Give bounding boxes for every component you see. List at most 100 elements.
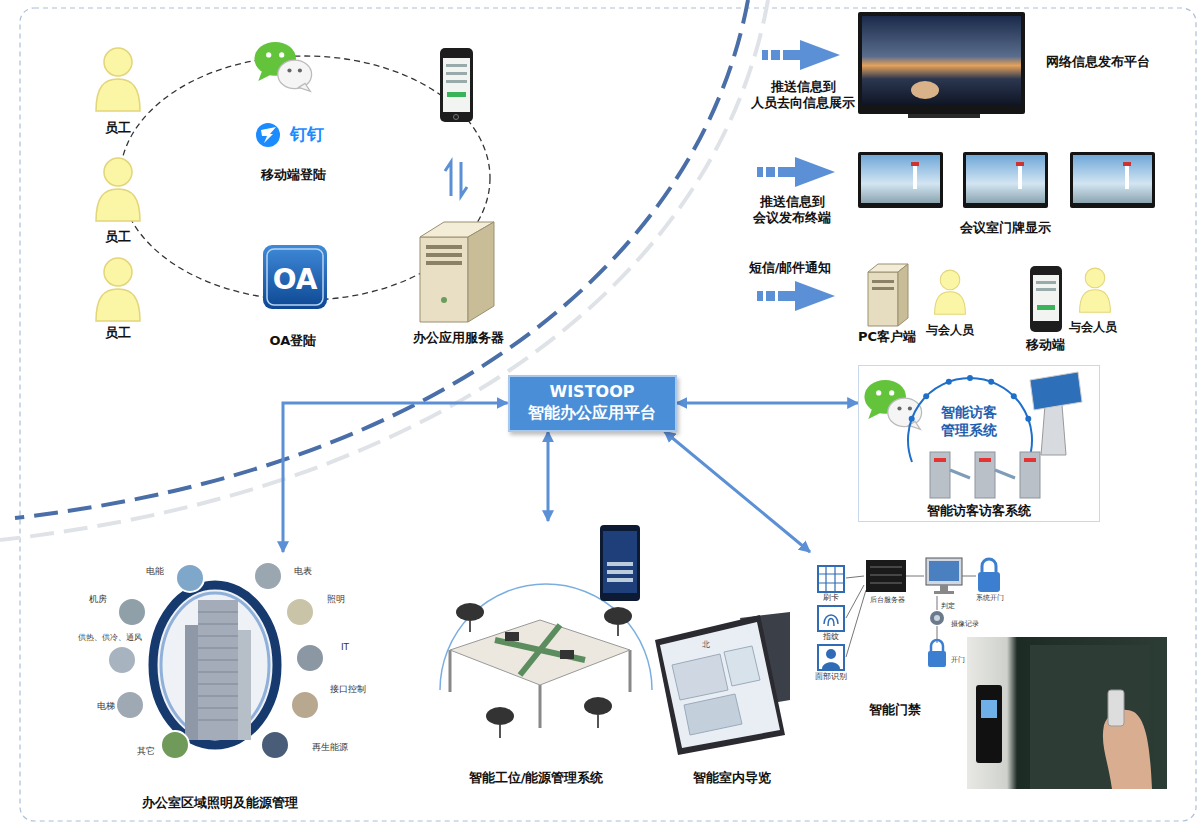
text-label: 面部识别: [815, 672, 847, 682]
dingtalk-icon-part: [261, 127, 276, 143]
tv-screen-part: [862, 16, 1021, 106]
text-anchor: OA登陆: [270, 333, 317, 349]
visitor-illustration-part: [930, 452, 950, 498]
access-control-illustration-part: [962, 576, 976, 577]
door-sign-monitors-part: [966, 155, 1045, 203]
text-anchor: 智能门禁: [869, 702, 921, 718]
sync-arrows: [445, 162, 467, 196]
text-label: 电表: [294, 566, 312, 577]
door-sign-monitors-part: [913, 165, 917, 189]
access-control-illustration-part: [818, 645, 844, 670]
tv-screen-part: [908, 114, 980, 118]
text-anchor: 智能访客访客系统: [927, 503, 1031, 519]
door-sign-monitors-part: [1123, 162, 1131, 166]
text-label: 机房: [89, 594, 107, 605]
door-sign-monitors-part: [1018, 165, 1022, 189]
building-illustration-part: [261, 731, 289, 759]
workstation-illustration-part: [607, 570, 633, 574]
text-label: 移动端: [1026, 337, 1065, 353]
indoor-map-illustration-part: [672, 654, 728, 700]
text-label: 钉钉: [290, 124, 324, 145]
pc-client: PC客户端: [854, 258, 922, 350]
text-label: 与会人员: [926, 323, 974, 338]
push-arrows-part: [795, 281, 835, 311]
page-border-part: [20, 8, 1196, 821]
text-anchor: 供热、供冷、通风: [78, 633, 142, 643]
mobile-phone-part: [1036, 281, 1056, 284]
access-control-illustration-part: [937, 596, 938, 610]
door-sign-monitors-part: [861, 155, 940, 203]
text-label: 网络信息发布平台: [1046, 54, 1150, 70]
text-label: 供热、供冷、通风: [78, 633, 142, 643]
tv-screen-part: [911, 81, 939, 99]
push-arrows-part: [766, 291, 775, 301]
text-label: 推送信息到 会议发布终端: [749, 194, 835, 227]
connector: [665, 432, 811, 553]
visitor-system-panel: 智能访客 管理系统智能访客访客系统: [858, 365, 1100, 522]
text-label: 后台服务器: [870, 596, 905, 605]
text-label: OA: [273, 262, 318, 297]
workstation-illustration-part: [584, 697, 612, 715]
text-anchor: 推送信息到 会议发布终端: [749, 194, 835, 227]
indoor-map-illustration-part: [684, 694, 742, 735]
access-control-illustration-part: [906, 576, 924, 577]
building-illustration-part: [108, 646, 136, 674]
indoor-map-illustration-part: [660, 622, 780, 748]
text-label: 推送信息到 人员去向信息展示: [747, 79, 859, 112]
access-control-illustration-part: [929, 561, 959, 581]
workstation-illustration-part: [607, 578, 633, 582]
platform-box: WISTOOP 智能办公应用平台: [508, 375, 677, 432]
visitor-illustration-part: [864, 380, 921, 429]
text-label: 智能工位/能源管理系统: [469, 770, 604, 786]
attendee-icons: [935, 268, 1111, 314]
visitor-illustration-part: [946, 379, 952, 385]
dingtalk-icon: [256, 123, 280, 147]
door-sign-monitors-part: [858, 152, 943, 208]
text-label: 再生能源: [312, 742, 348, 753]
access-control-illustration-part: [1108, 690, 1124, 726]
text-label: 短信/邮件通知: [749, 260, 832, 276]
text-anchor: 办公室区域照明及能源管理: [142, 795, 298, 811]
visitor-illustration-part: [1030, 372, 1082, 410]
platform-title: WISTOOP 智能办公应用平台: [520, 382, 665, 424]
access-control-illustration-part: [940, 585, 948, 591]
text-anchor: 指纹: [823, 632, 839, 642]
access-control-illustration-part: [976, 685, 1002, 763]
smart-workstation: 智能工位/能源管理系统: [438, 521, 646, 791]
text-anchor: 办公应用服务器: [413, 330, 504, 346]
workstation-illustration-part: [450, 620, 630, 685]
pc-tower-part: [872, 280, 894, 283]
push-arrows-part: [757, 291, 763, 301]
text-label: 员工: [105, 120, 131, 136]
push-arrows-part: [783, 50, 800, 60]
text-anchor: 员工: [105, 120, 131, 136]
access-control-illustration-part: [931, 640, 943, 651]
text-anchor: 钉钉: [290, 124, 324, 145]
access-control-illustration-part: [818, 566, 844, 592]
employee-icons-part: [96, 158, 140, 221]
workstation-illustration-part: [604, 607, 632, 625]
text-label: PC客户端: [858, 329, 916, 345]
access-control: 智能门禁: [810, 552, 1172, 792]
door-sign-monitors-part: [911, 162, 919, 166]
text-anchor: 电表: [294, 566, 312, 577]
text-label: 北: [702, 640, 710, 650]
text-anchor: 会议室门牌显示: [960, 220, 1051, 236]
access-control-illustration-part: [870, 567, 902, 583]
phone-icon-part: [446, 80, 467, 83]
push-arrows-part: [800, 40, 840, 70]
push-arrows-part: [766, 167, 775, 177]
text-label: IT: [341, 642, 349, 653]
server-icon-part: [426, 261, 462, 265]
employee-icons-part: [96, 48, 140, 111]
connector: [677, 402, 859, 405]
server-icon-part: [426, 245, 462, 249]
text-anchor: OA: [273, 262, 318, 297]
access-control-illustration-part: [926, 558, 962, 585]
building-illustration-part: [116, 691, 144, 719]
server-node: 办公应用服务器: [405, 212, 515, 354]
employee-icons-part: [96, 258, 140, 321]
text-anchor: 智能工位/能源管理系统: [469, 770, 604, 786]
phone-icon-part: [454, 115, 459, 120]
